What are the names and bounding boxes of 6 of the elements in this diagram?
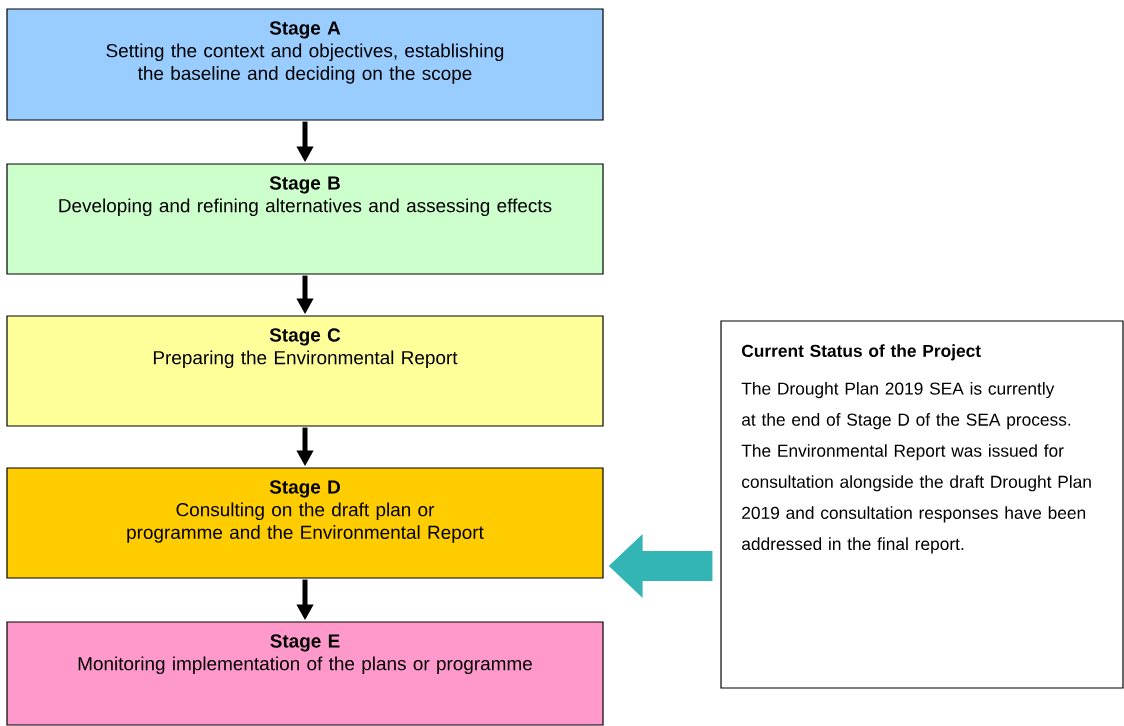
- stage-box: Stage B Developing and refining alternatives and assessing effects: [6, 163, 604, 275]
- stage-box: Stage A Setting the context and objectives, establishing the baseline and deciding on the scope: [6, 8, 604, 121]
- stage-box: Stage E Monitoring implementation of the plans or programme: [6, 621, 604, 726]
- stage-box: Stage C Preparing the Environmental Report: [6, 315, 604, 427]
- stage-box: Stage D Consulting on the draft plan or programme and the Environmental Report: [6, 467, 604, 579]
- status-box: Current Status of the Project The Drought Plan 2019 SEA is currently at the end of Stage D of the SEA process. The Environmental Report was issued for consultation alongside the draft Drought Plan 2019 and consultation responses have been addressed in the final report.: [720, 320, 1124, 689]
